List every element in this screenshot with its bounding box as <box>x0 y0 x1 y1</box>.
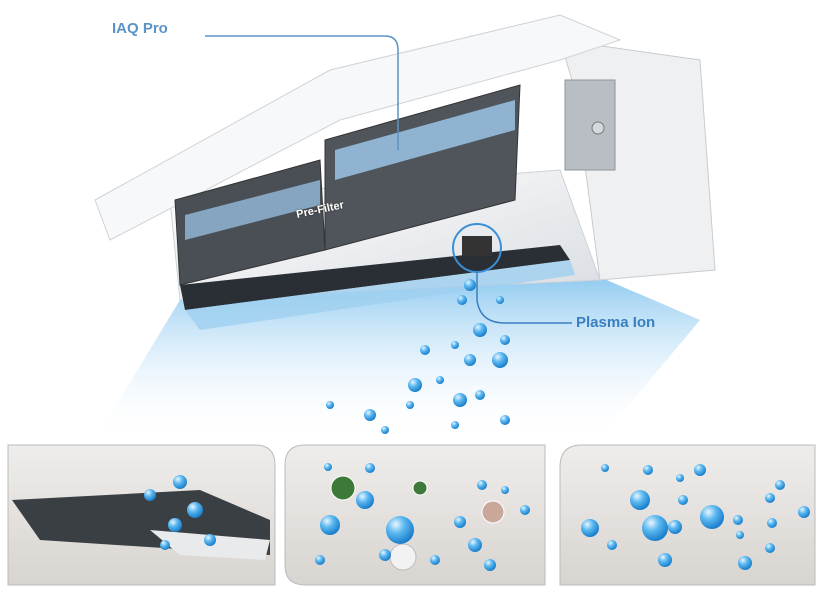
ion-bubble <box>365 463 375 473</box>
ion-bubble <box>775 480 785 490</box>
ion-bubble <box>326 401 334 409</box>
ion-bubble <box>500 415 510 425</box>
ion-bubble <box>477 480 487 490</box>
ion-bubble <box>496 296 504 304</box>
ion-bubble <box>173 475 187 489</box>
ion-bubble <box>420 345 430 355</box>
ion-bubble <box>581 519 599 537</box>
ion-bubble <box>501 486 509 494</box>
ion-bubble <box>457 295 467 305</box>
ion-bubble <box>738 556 752 570</box>
ion-bubble <box>468 538 482 552</box>
iaq-pro-callout-line <box>205 35 399 150</box>
ion-bubble <box>430 555 440 565</box>
ion-bubble <box>315 555 325 565</box>
side-bracket <box>564 79 616 171</box>
ion-bubble <box>144 489 156 501</box>
ion-bubble <box>736 531 744 539</box>
ion-bubble <box>464 354 476 366</box>
ion-bubble <box>408 378 422 392</box>
iaq-pro-label: IAQ Pro <box>112 20 168 37</box>
ion-bubble <box>700 505 724 529</box>
ion-bubble <box>473 323 487 337</box>
ion-bubble <box>678 495 688 505</box>
pre-filter-strip <box>185 180 320 240</box>
ion-bubble <box>436 376 444 384</box>
ion-bubble <box>475 390 485 400</box>
panel-ions-with-contaminants <box>284 444 546 586</box>
ion-bubble <box>484 559 496 571</box>
ion-bubble <box>765 543 775 553</box>
ion-bubble <box>607 540 617 550</box>
ion-bubble <box>642 515 668 541</box>
ion-bubble <box>454 516 466 528</box>
ion-bubble <box>767 518 777 528</box>
ion-bubble <box>492 352 508 368</box>
ion-bubble <box>520 505 530 515</box>
contaminant-particle <box>330 475 356 501</box>
ion-bubble <box>406 401 414 409</box>
ion-bubble <box>601 464 609 472</box>
ion-bubble <box>694 464 706 476</box>
ion-bubble <box>204 534 216 546</box>
ion-bubble <box>765 493 775 503</box>
iaq-pro-filter-strip <box>335 100 515 180</box>
air-vent <box>180 245 570 310</box>
ion-bubble <box>630 490 650 510</box>
ion-bubble <box>386 516 414 544</box>
ion-bubble <box>643 465 653 475</box>
screw-icon <box>591 121 605 135</box>
ion-bubble <box>676 474 684 482</box>
ion-bubble <box>451 421 459 429</box>
ion-bubble <box>320 515 340 535</box>
plasma-ion-emitter <box>462 236 492 256</box>
contaminant-particle <box>389 543 417 571</box>
ion-bubble <box>453 393 467 407</box>
ion-bubble <box>160 540 170 550</box>
contaminant-particle <box>481 500 505 524</box>
ion-bubble <box>668 520 682 534</box>
ion-bubble <box>381 426 389 434</box>
ion-bubble <box>168 518 182 532</box>
contaminant-particle <box>412 480 428 496</box>
ion-bubble <box>356 491 374 509</box>
ion-bubble <box>658 553 672 567</box>
plasma-ion-label: Plasma Ion <box>576 314 656 331</box>
ion-bubble <box>379 549 391 561</box>
panel-clean-air-ions <box>559 444 816 586</box>
ion-bubble <box>187 502 203 518</box>
plasma-ion-callout-line <box>476 272 572 324</box>
ion-bubble <box>464 279 476 291</box>
ion-bubble <box>451 341 459 349</box>
ion-bubble <box>364 409 376 421</box>
ion-bubble <box>324 463 332 471</box>
ion-bubble <box>798 506 810 518</box>
ion-bubble <box>500 335 510 345</box>
front-lid <box>94 14 622 241</box>
ion-bubble <box>733 515 743 525</box>
